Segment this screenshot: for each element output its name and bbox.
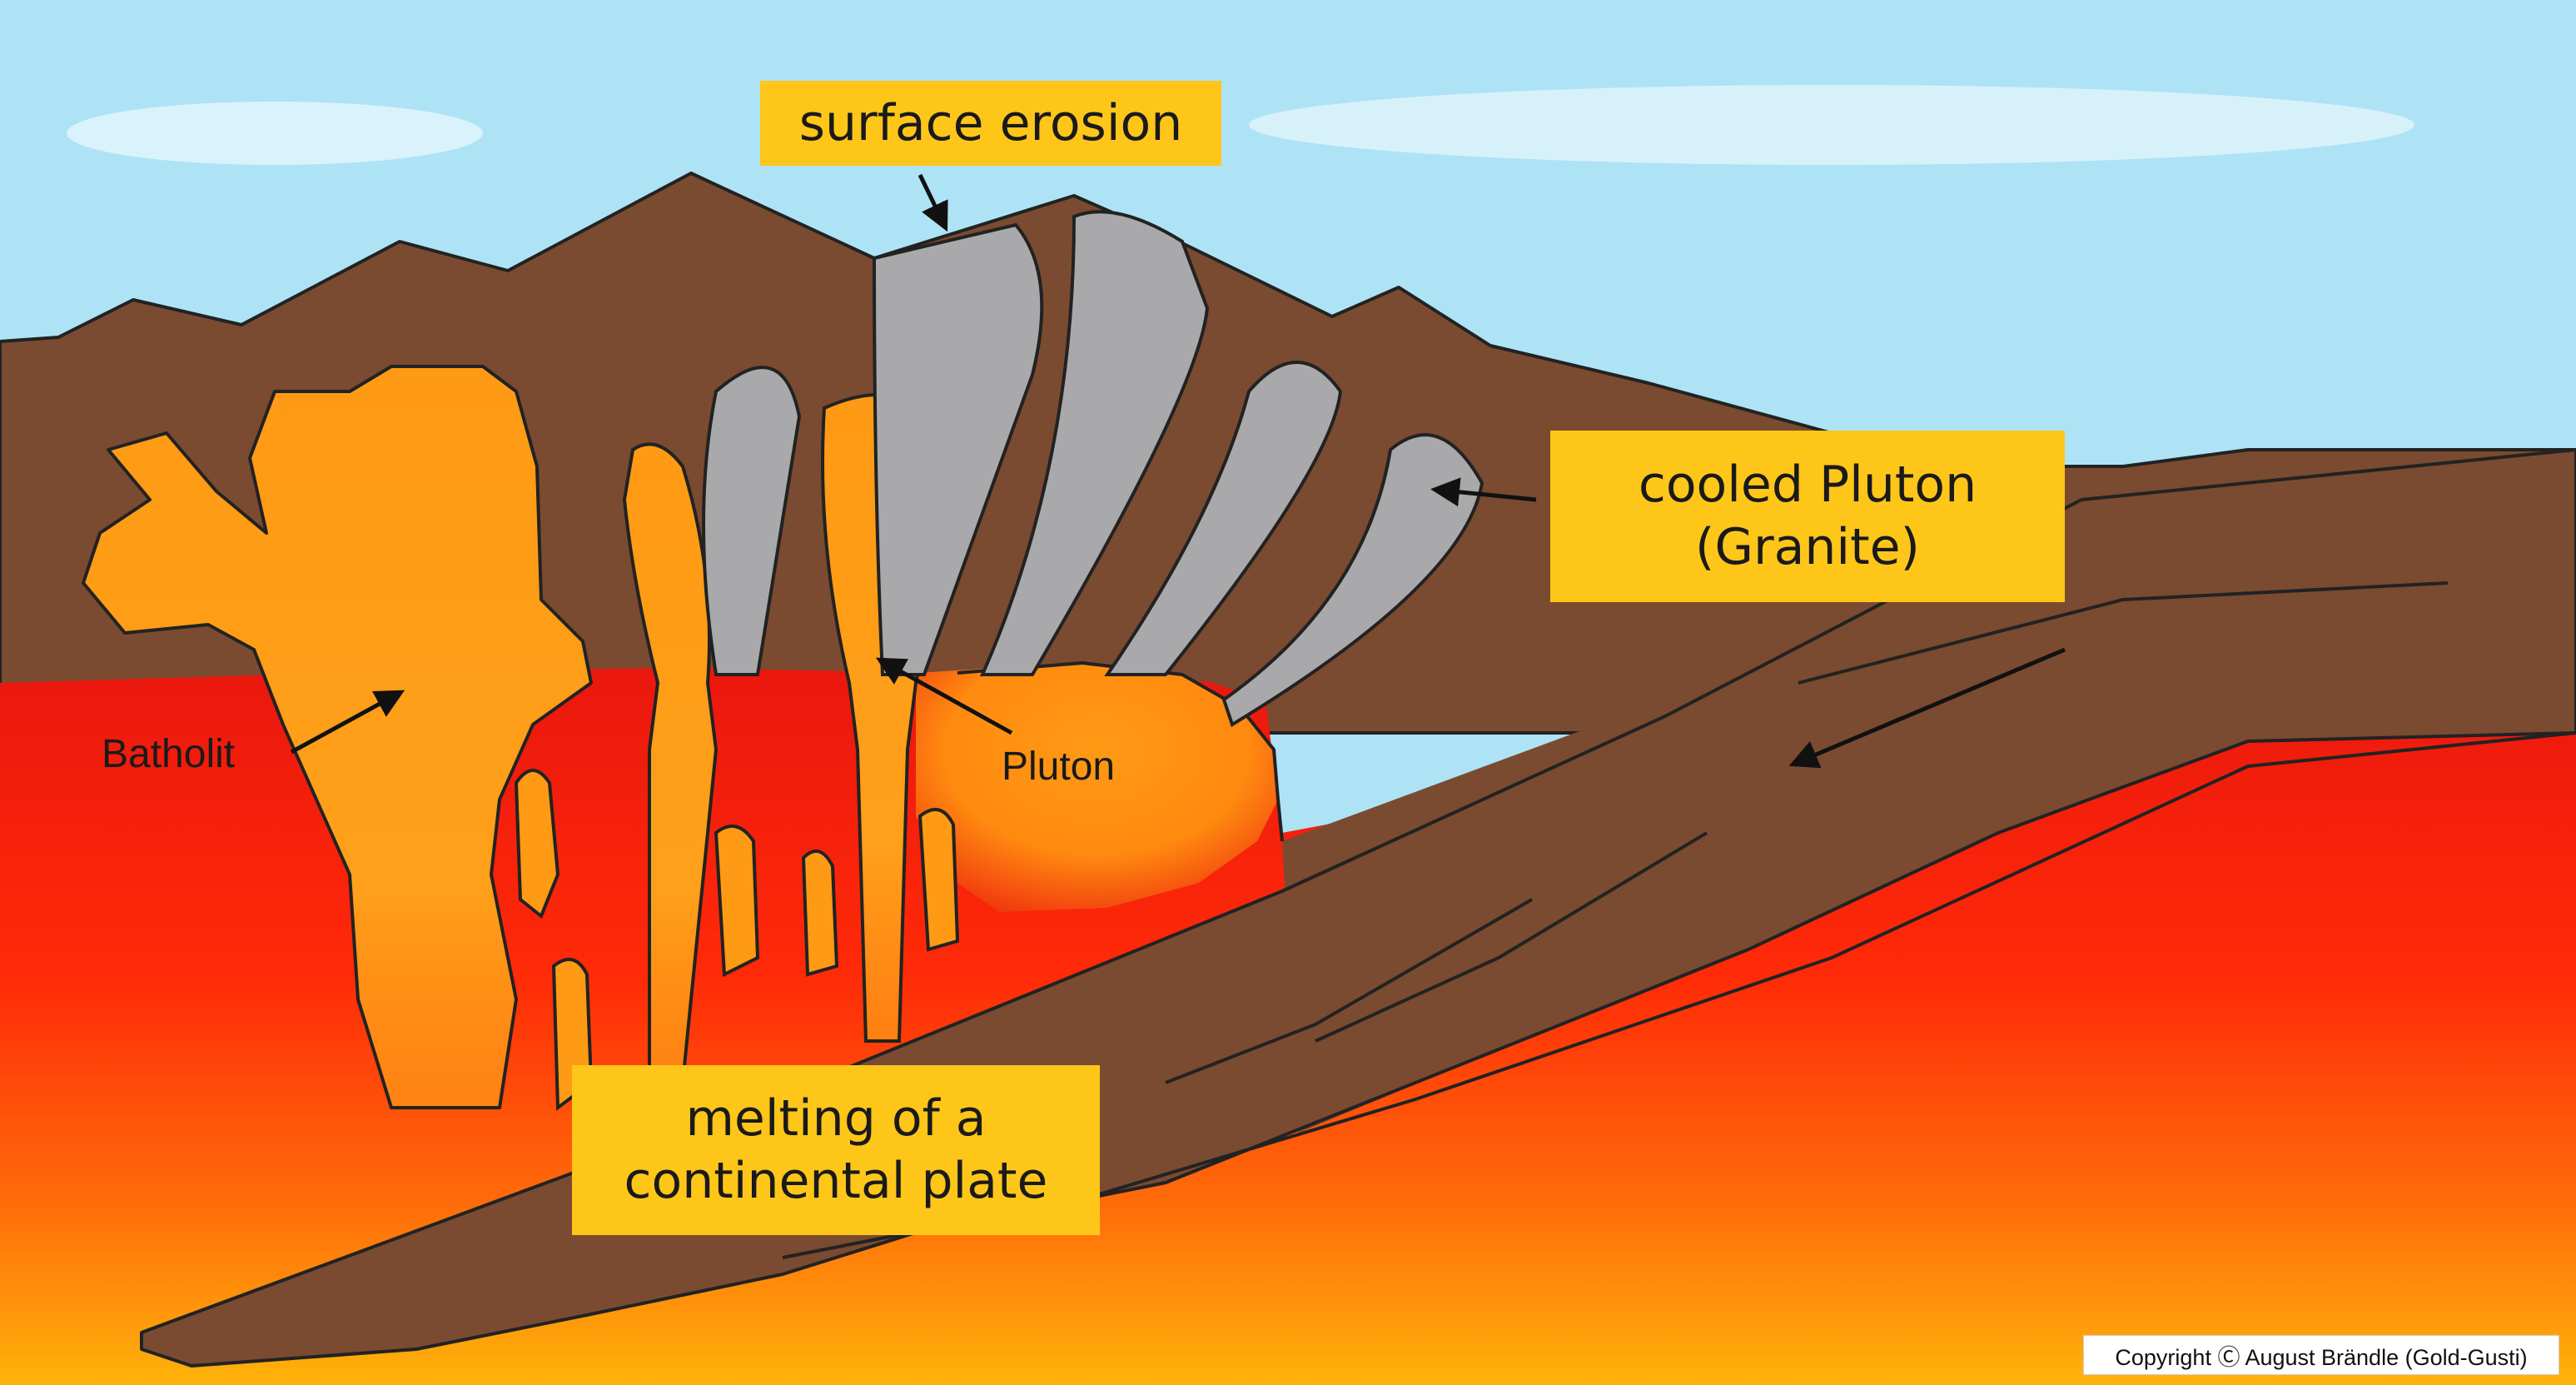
plume-small-2 — [714, 825, 760, 978]
granite-pluton-3 — [979, 210, 1210, 676]
plume-small-3 — [801, 849, 839, 977]
label-surface-erosion-text: surface erosion — [798, 93, 1183, 152]
plate-crack-line — [1165, 898, 1533, 1084]
label-surface-erosion: surface erosion — [760, 81, 1221, 166]
plume-small-1 — [514, 769, 560, 919]
plate-crack-line-2 — [1315, 831, 1708, 1043]
label-batholit: Batholit — [102, 732, 236, 776]
label-melting-line1: melting of a — [685, 1089, 987, 1148]
arrow-erosion — [918, 173, 948, 232]
granite-pluton-4 — [1104, 361, 1343, 676]
label-cooled-pluton-line2: (Granite) — [1695, 518, 1920, 576]
granite-pluton-2 — [872, 222, 1044, 676]
arrow-cooled-pluton — [1430, 477, 1537, 507]
pluton-body — [916, 663, 1278, 912]
plate-crack-line-3 — [1798, 581, 2449, 685]
granite-pluton-5 — [1221, 433, 1484, 728]
label-cooled-pluton: cooled Pluton (Granite) — [1550, 431, 2065, 602]
cloud-right — [1249, 85, 2414, 165]
label-melting-plate: melting of a continental plate — [572, 1065, 1100, 1235]
label-pluton: Pluton — [1002, 745, 1116, 789]
plume-1 — [622, 442, 719, 1084]
arrow-plate-motion — [1788, 647, 2066, 769]
granite-pluton-1 — [702, 366, 802, 676]
label-melting-line2: continental plate — [624, 1152, 1048, 1210]
arrow-batholit — [290, 690, 405, 755]
arrow-pluton — [875, 657, 1013, 735]
label-cooled-pluton-line1: cooled Pluton — [1638, 456, 1977, 514]
batholith — [82, 365, 593, 1109]
copyright-notice: Copyright Ⓒ August Brändle (Gold-Gusti) — [2083, 1335, 2559, 1375]
plume-small-4 — [918, 808, 960, 952]
cloud-left — [67, 102, 483, 165]
